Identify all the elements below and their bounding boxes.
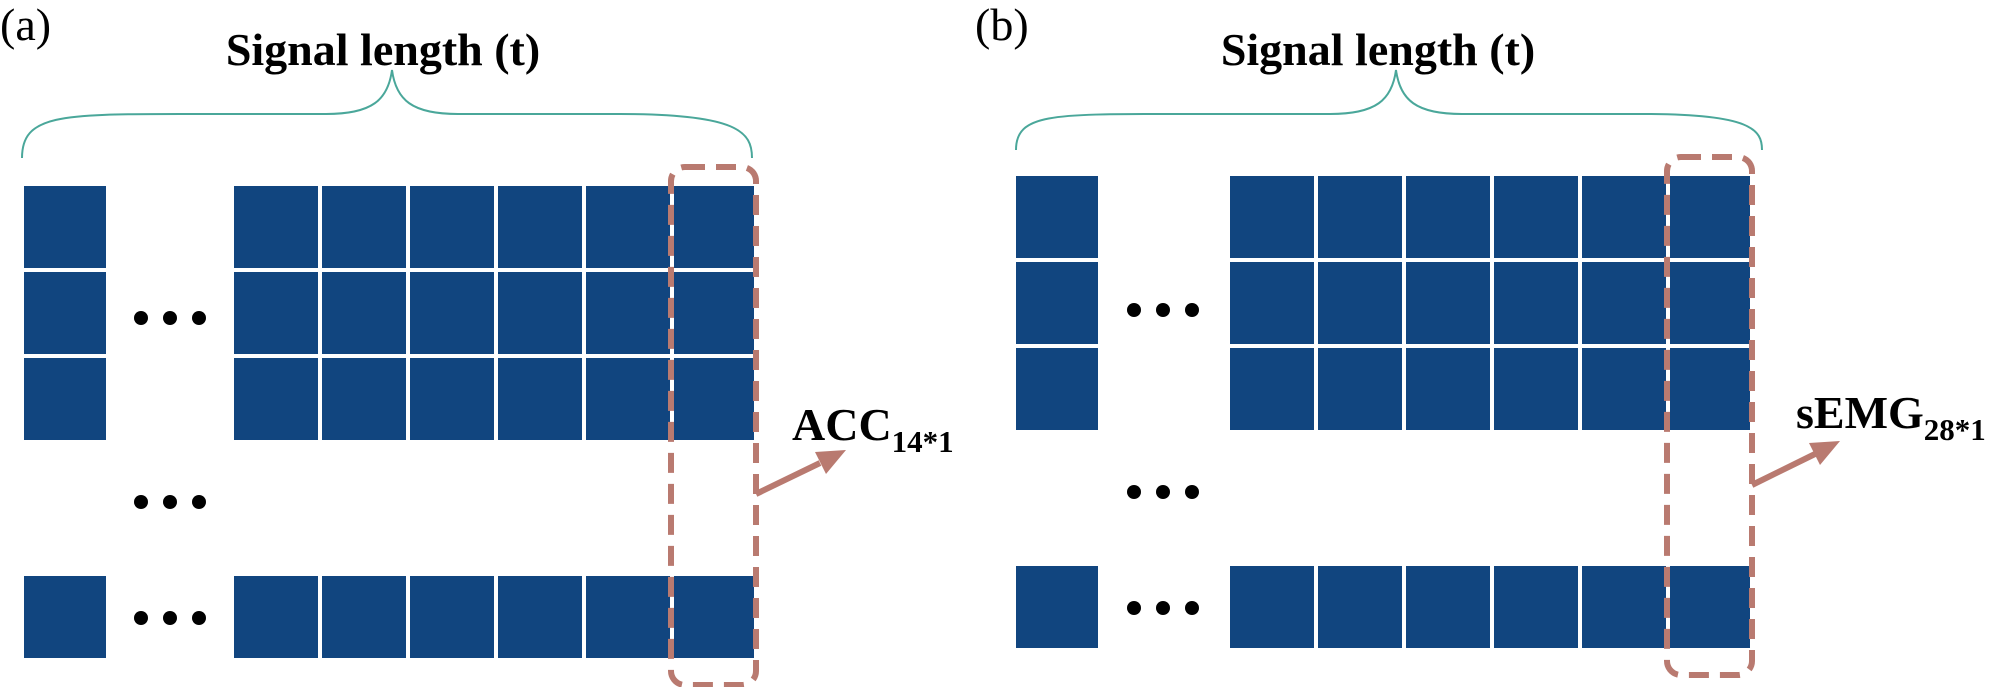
panel-a-cell bbox=[322, 576, 406, 658]
horizontal-ellipsis-icon bbox=[1127, 601, 1199, 615]
horizontal-ellipsis-icon bbox=[134, 311, 206, 325]
panel-a-cell bbox=[234, 358, 318, 440]
horizontal-ellipsis-icon bbox=[134, 611, 206, 625]
panel-b-cell-highlighted bbox=[1670, 348, 1750, 430]
panel-b-cell bbox=[1016, 262, 1098, 344]
panel-a-cell bbox=[586, 358, 670, 440]
panel-b-cell bbox=[1230, 566, 1314, 648]
panel-b-cell bbox=[1582, 262, 1666, 344]
panel-b-cell bbox=[1494, 348, 1578, 430]
panel-a-cell-highlighted bbox=[674, 272, 754, 354]
panel-a-cell bbox=[498, 358, 582, 440]
horizontal-ellipsis-icon bbox=[1127, 303, 1199, 317]
panel-a-cell bbox=[24, 186, 106, 268]
panel-b-cell bbox=[1016, 348, 1098, 430]
panel-b-cell-highlighted bbox=[1670, 176, 1750, 258]
panel-a-cell bbox=[410, 358, 494, 440]
panel-a: (a) Signal length (t) bbox=[0, 0, 954, 687]
panel-b-cell bbox=[1230, 176, 1314, 258]
panel-b-brace bbox=[1015, 69, 1763, 151]
vertical-gap-ellipsis-icon bbox=[1127, 485, 1199, 499]
panel-b-cell bbox=[1582, 566, 1666, 648]
panel-a-cell bbox=[24, 576, 106, 658]
panel-a-cell-highlighted bbox=[674, 186, 754, 268]
panel-a-cell bbox=[586, 272, 670, 354]
panel-b-cell bbox=[1318, 176, 1402, 258]
panel-b-cell bbox=[1494, 176, 1578, 258]
panel-b-cell bbox=[1406, 262, 1490, 344]
panel-b-cell bbox=[1318, 262, 1402, 344]
panel-b-cell bbox=[1494, 262, 1578, 344]
panel-a-label: (a) bbox=[0, 0, 51, 50]
panel-a-cell bbox=[586, 576, 670, 658]
panel-a-cell bbox=[410, 272, 494, 354]
panel-a-cell-highlighted bbox=[674, 358, 754, 440]
panel-a-brace bbox=[21, 69, 753, 159]
panel-a-cell bbox=[234, 576, 318, 658]
panel-a-cell bbox=[24, 272, 106, 354]
panel-a-arrow-icon bbox=[754, 450, 846, 497]
panel-b-highlight-box bbox=[1664, 154, 1755, 678]
panel-b-cell bbox=[1582, 348, 1666, 430]
panel-b-title: Signal length (t) bbox=[1221, 24, 1535, 75]
panel-b-cell bbox=[1406, 566, 1490, 648]
panel-b-cell bbox=[1582, 176, 1666, 258]
panel-b-cell bbox=[1494, 566, 1578, 648]
panel-b-cell bbox=[1406, 176, 1490, 258]
panel-b: (b) Signal length (t) bbox=[975, 0, 1986, 678]
panel-a-grid bbox=[234, 186, 754, 658]
panel-a-cell bbox=[322, 272, 406, 354]
panel-a-cell bbox=[498, 576, 582, 658]
panel-a-cell bbox=[410, 186, 494, 268]
panel-a-cell bbox=[498, 186, 582, 268]
panel-a-cell bbox=[586, 186, 670, 268]
panel-b-cell bbox=[1016, 566, 1098, 648]
panel-b-cell bbox=[1318, 348, 1402, 430]
panel-a-cell bbox=[234, 272, 318, 354]
vertical-gap-ellipsis-icon bbox=[134, 495, 206, 509]
panel-b-cell bbox=[1230, 262, 1314, 344]
panel-b-cell bbox=[1406, 348, 1490, 430]
panel-b-cell-highlighted bbox=[1670, 262, 1750, 344]
panel-b-cell bbox=[1016, 176, 1098, 258]
panel-a-cell bbox=[234, 186, 318, 268]
panel-b-label: (b) bbox=[975, 0, 1029, 50]
panel-a-cell-highlighted bbox=[674, 576, 754, 658]
panel-b-arrow-icon bbox=[1750, 441, 1840, 488]
panel-b-cell bbox=[1230, 348, 1314, 430]
panel-b-matrix-label: sEMG28*1 bbox=[1796, 387, 1986, 447]
panel-a-cell bbox=[498, 272, 582, 354]
panel-a-highlight-box bbox=[668, 164, 759, 687]
panel-a-cell bbox=[322, 186, 406, 268]
panel-a-cell bbox=[410, 576, 494, 658]
panel-a-ellipsis bbox=[134, 311, 206, 625]
panel-b-ellipsis bbox=[1127, 303, 1199, 615]
panel-a-cell bbox=[24, 358, 106, 440]
panel-a-cell bbox=[322, 358, 406, 440]
panel-a-title: Signal length (t) bbox=[226, 24, 540, 75]
panel-a-matrix-label: ACC14*1 bbox=[792, 399, 954, 459]
panel-b-cell-highlighted bbox=[1670, 566, 1750, 648]
panel-b-grid bbox=[1230, 176, 1750, 648]
panel-b-cell bbox=[1318, 566, 1402, 648]
